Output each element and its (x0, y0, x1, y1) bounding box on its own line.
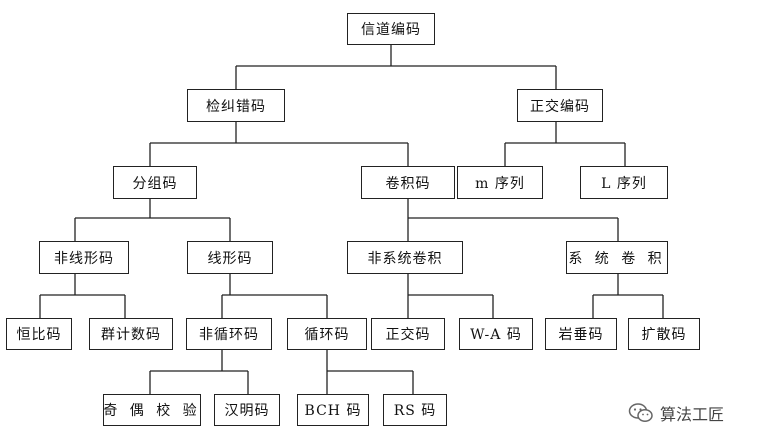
node-hamming-code: 汉明码 (214, 394, 280, 426)
node-noncyclic-code: 非循环码 (186, 318, 272, 350)
node-convolutional-code: 卷积码 (361, 166, 455, 199)
node-iwadare-code: 岩垂码 (545, 318, 617, 350)
watermark-text: 算法工匠 (660, 405, 725, 424)
node-l-sequence: L 序列 (580, 166, 668, 199)
node-orthogonal-coding: 正交编码 (517, 89, 603, 122)
node-m-sequence: m 序列 (457, 166, 543, 199)
node-diffusion-code: 扩散码 (628, 318, 700, 350)
node-wa-code: W-A 码 (459, 318, 533, 350)
node-orthogonal-code: 正交码 (371, 318, 445, 350)
node-bch-code: BCH 码 (297, 394, 369, 426)
node-parity-check: 奇 偶 校 验 (103, 394, 201, 426)
node-constant-ratio-code: 恒比码 (6, 318, 72, 350)
node-systematic-convolutional: 系 统 卷 积 (566, 241, 668, 274)
node-cyclic-code: 循环码 (287, 318, 367, 350)
watermark: 算法工匠 (628, 398, 754, 428)
node-rs-code: RS 码 (383, 394, 447, 426)
node-group-count-code: 群计数码 (89, 318, 173, 350)
node-nonsystematic-convolutional: 非系统卷积 (347, 241, 463, 274)
node-error-control-coding: 检纠错码 (187, 89, 285, 122)
node-nonlinear-code: 非线形码 (39, 241, 129, 274)
wechat-icon (628, 403, 653, 423)
node-linear-code: 线形码 (187, 241, 273, 274)
node-block-code: 分组码 (113, 166, 197, 199)
node-channel-coding: 信道编码 (347, 13, 435, 45)
